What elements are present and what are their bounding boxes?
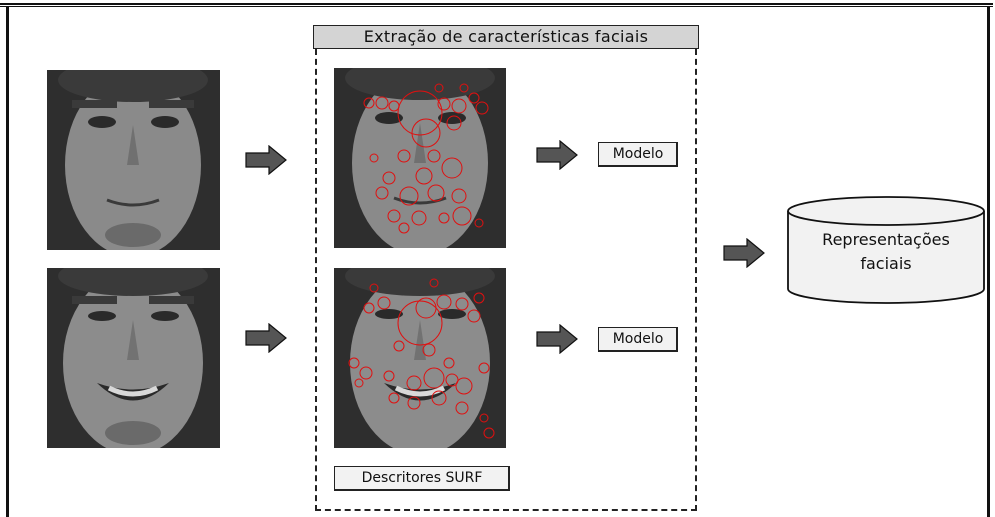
facial-representations-line2: faciais bbox=[860, 254, 912, 273]
facial-representations-label: Representações faciais bbox=[786, 228, 986, 276]
input-face-smile-photo bbox=[47, 268, 220, 448]
arrow-right-icon bbox=[723, 238, 765, 268]
figure-frame-top bbox=[0, 3, 993, 7]
model-label-top: Modelo bbox=[598, 142, 678, 167]
input-face-neutral-photo bbox=[47, 70, 220, 250]
arrow-right-icon bbox=[536, 140, 578, 170]
surf-descriptors-label: Descritores SURF bbox=[334, 466, 510, 491]
surf-keypoints-neutral-photo bbox=[334, 68, 506, 248]
figure-frame-right bbox=[987, 6, 990, 517]
arrow-right-icon bbox=[245, 145, 287, 175]
figure-frame-left bbox=[6, 6, 9, 517]
facial-representations-line1: Representações bbox=[822, 230, 950, 249]
database-cylinder-icon bbox=[787, 196, 985, 304]
arrow-right-icon bbox=[245, 323, 287, 353]
model-label-bottom: Modelo bbox=[598, 327, 678, 352]
surf-keypoints-smile-photo bbox=[334, 268, 506, 448]
arrow-right-icon bbox=[536, 324, 578, 354]
extraction-panel bbox=[315, 49, 697, 511]
extraction-title: Extração de características faciais bbox=[313, 25, 699, 49]
